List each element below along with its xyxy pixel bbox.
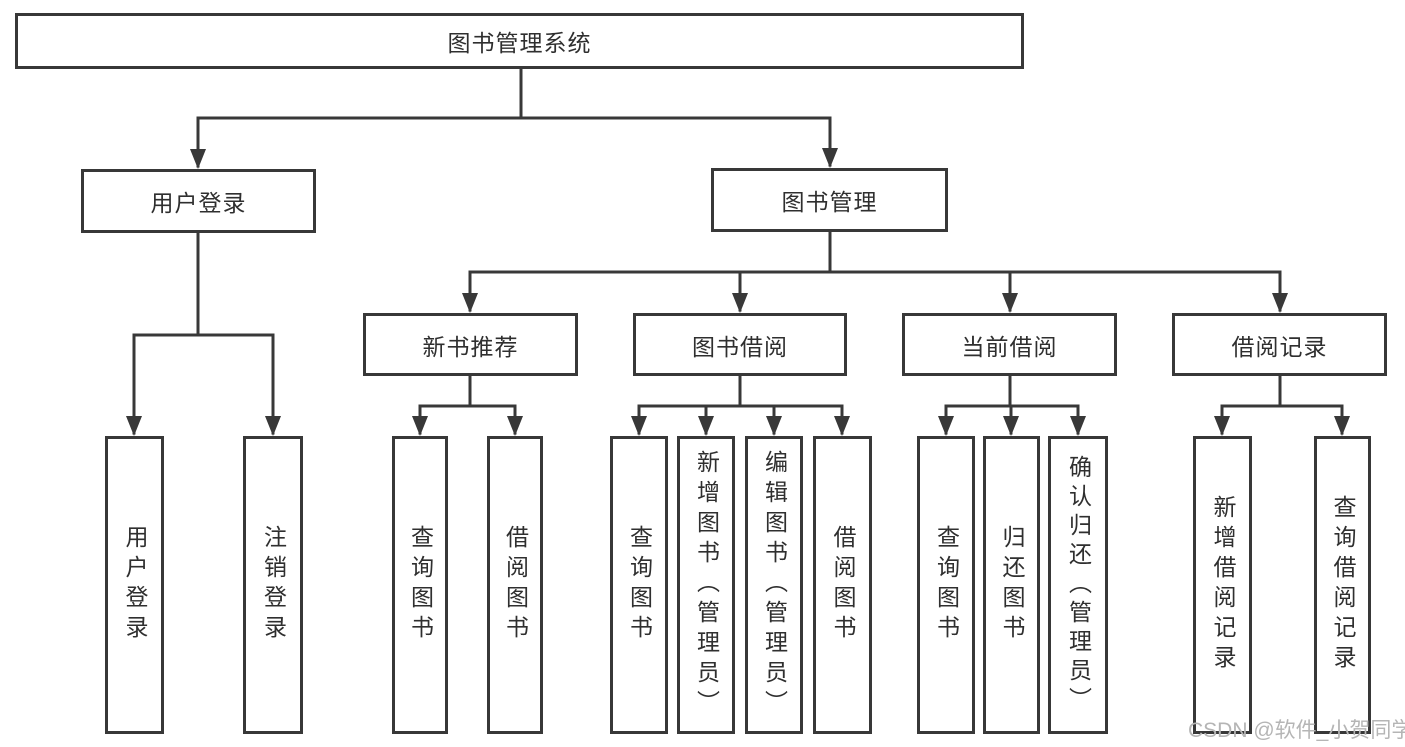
node-root: 图书管理系统	[15, 13, 1024, 69]
leaf-edit-book-label: 编辑图书（管理员）	[761, 450, 788, 720]
leaf-logout: 注销登录	[243, 436, 303, 734]
leaf-query-book-current-label: 查询图书	[933, 525, 960, 645]
arrow-down-icon	[1002, 293, 1018, 313]
leaf-query-book-borrow: 查询图书	[610, 436, 668, 734]
arrow-down-icon	[1070, 416, 1086, 436]
leaf-add-book-label: 新增图书（管理员）	[693, 450, 720, 720]
node-root-label: 图书管理系统	[447, 30, 592, 56]
arrow-down-icon	[507, 416, 523, 436]
leaf-query-book-rec: 查询图书	[392, 436, 448, 734]
leaf-borrow-book-borrow-label: 借阅图书	[830, 525, 856, 645]
leaf-query-book-borrow-label: 查询图书	[626, 525, 653, 645]
leaf-add-borrow-record: 新增借阅记录	[1193, 436, 1252, 734]
node-current-borrow-label: 当前借阅	[961, 333, 1058, 360]
arrow-down-icon	[1272, 293, 1288, 313]
leaf-borrow-book-rec: 借阅图书	[487, 436, 543, 734]
arrowheads	[126, 148, 1350, 436]
leaf-borrow-book-borrow: 借阅图书	[813, 436, 872, 734]
connector-user-login-children	[132, 231, 275, 435]
leaf-add-book: 新增图书（管理员）	[677, 436, 735, 734]
arrow-down-icon	[1003, 416, 1019, 436]
leaf-return-book-label: 归还图书	[999, 525, 1025, 645]
arrow-down-icon	[265, 416, 281, 436]
node-borrow-record: 借阅记录	[1172, 313, 1387, 376]
leaf-edit-book: 编辑图书（管理员）	[745, 436, 803, 734]
leaf-confirm-return: 确认归还（管理员）	[1048, 436, 1108, 734]
arrow-down-icon	[1334, 416, 1350, 436]
leaf-query-borrow-record-label: 查询借阅记录	[1330, 495, 1356, 675]
leaf-query-book-rec-label: 查询图书	[407, 525, 434, 645]
arrow-down-icon	[1214, 416, 1230, 436]
connector-new-book-rec-children	[418, 374, 517, 435]
node-current-borrow: 当前借阅	[902, 313, 1117, 376]
node-new-book-rec: 新书推荐	[363, 313, 578, 376]
arrow-down-icon	[822, 148, 838, 168]
csdn-watermark: CSDN @软件_小贺同学	[1188, 719, 1405, 742]
arrow-down-icon	[462, 293, 478, 313]
node-user-login: 用户登录	[81, 169, 316, 233]
arrow-down-icon	[631, 416, 647, 436]
node-borrow-record-label: 借阅记录	[1231, 333, 1328, 360]
node-book-borrow-label: 图书借阅	[692, 333, 788, 360]
leaf-user-login-label: 用户登录	[122, 525, 148, 645]
node-book-mgmt-label: 图书管理	[781, 189, 878, 215]
connector-borrow-record-children	[1220, 374, 1344, 435]
arrow-down-icon	[732, 293, 748, 313]
leaf-query-borrow-record: 查询借阅记录	[1314, 436, 1371, 734]
arrow-down-icon	[834, 416, 850, 436]
connector-book-borrow-children	[637, 374, 844, 435]
leaf-logout-label: 注销登录	[260, 525, 287, 645]
leaf-return-book: 归还图书	[983, 436, 1040, 734]
arrow-down-icon	[938, 416, 954, 436]
leaf-borrow-book-rec-label: 借阅图书	[502, 525, 529, 645]
arrow-down-icon	[412, 416, 428, 436]
arrow-down-icon	[766, 416, 782, 436]
leaf-confirm-return-label: 确认归还（管理员）	[1065, 454, 1092, 716]
arrow-down-icon	[126, 416, 142, 436]
node-user-login-label: 用户登录	[150, 190, 247, 216]
node-new-book-rec-label: 新书推荐	[422, 333, 519, 360]
arrow-down-icon	[698, 416, 714, 436]
node-book-borrow: 图书借阅	[633, 313, 847, 376]
leaf-add-borrow-record-label: 新增借阅记录	[1210, 495, 1236, 675]
arrow-down-icon	[190, 149, 206, 169]
leaf-user-login: 用户登录	[105, 436, 164, 734]
leaf-query-book-current: 查询图书	[917, 436, 975, 734]
connector-book-mgmt-children	[468, 230, 1282, 312]
connector-root-to-level1	[196, 67, 832, 168]
node-book-mgmt: 图书管理	[711, 168, 948, 232]
